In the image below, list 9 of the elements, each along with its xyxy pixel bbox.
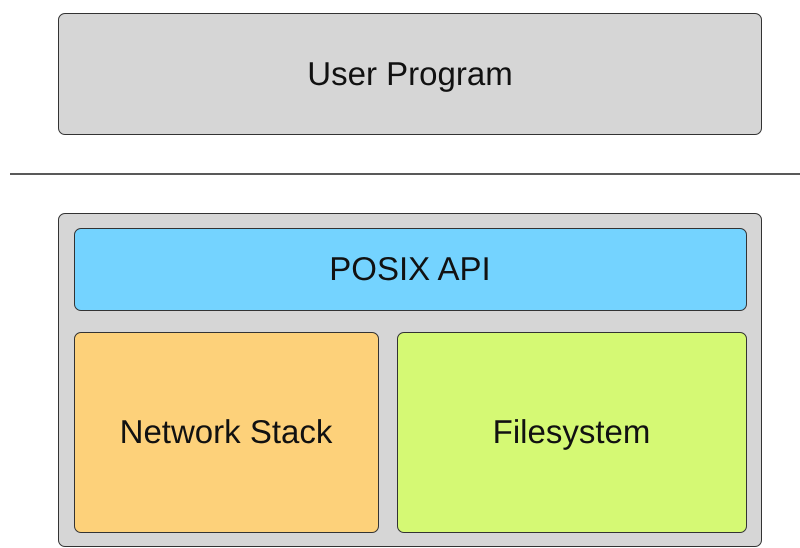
node-label: Network Stack: [120, 413, 332, 451]
process-box: [58, 13, 762, 135]
node-label: User Program: [307, 55, 513, 93]
component-box: [396, 332, 746, 532]
container-box: [58, 213, 762, 547]
node-label: Filesystem: [492, 413, 650, 451]
layer-box: [74, 228, 746, 310]
component-box: [74, 332, 378, 532]
node-label: POSIX API: [329, 250, 491, 288]
